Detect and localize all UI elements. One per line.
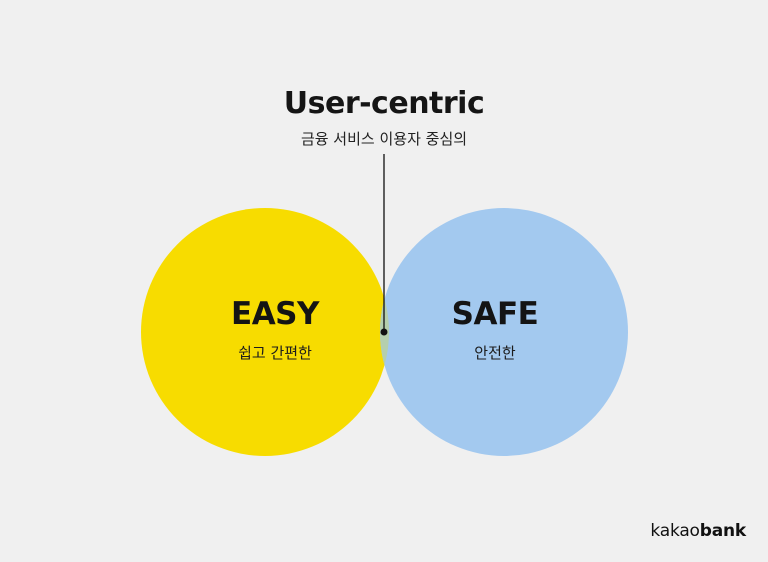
safe-description: 안전한 xyxy=(474,344,516,362)
easy-description: 쉽고 간편한 xyxy=(238,344,312,362)
diagram-subtitle: 금융 서비스 이용자 중심의 xyxy=(300,130,468,148)
diagram-title: User-centric xyxy=(283,86,485,121)
safe-label: SAFE xyxy=(451,296,539,332)
logo-part-kakao: kakao xyxy=(650,521,700,541)
safe-circle xyxy=(380,208,628,456)
pointer-dot xyxy=(380,328,388,336)
logo-part-bank: bank xyxy=(699,521,746,541)
easy-circle xyxy=(141,208,389,456)
easy-label: EASY xyxy=(231,296,319,332)
kakaobank-logo: kakaobank xyxy=(650,521,746,541)
